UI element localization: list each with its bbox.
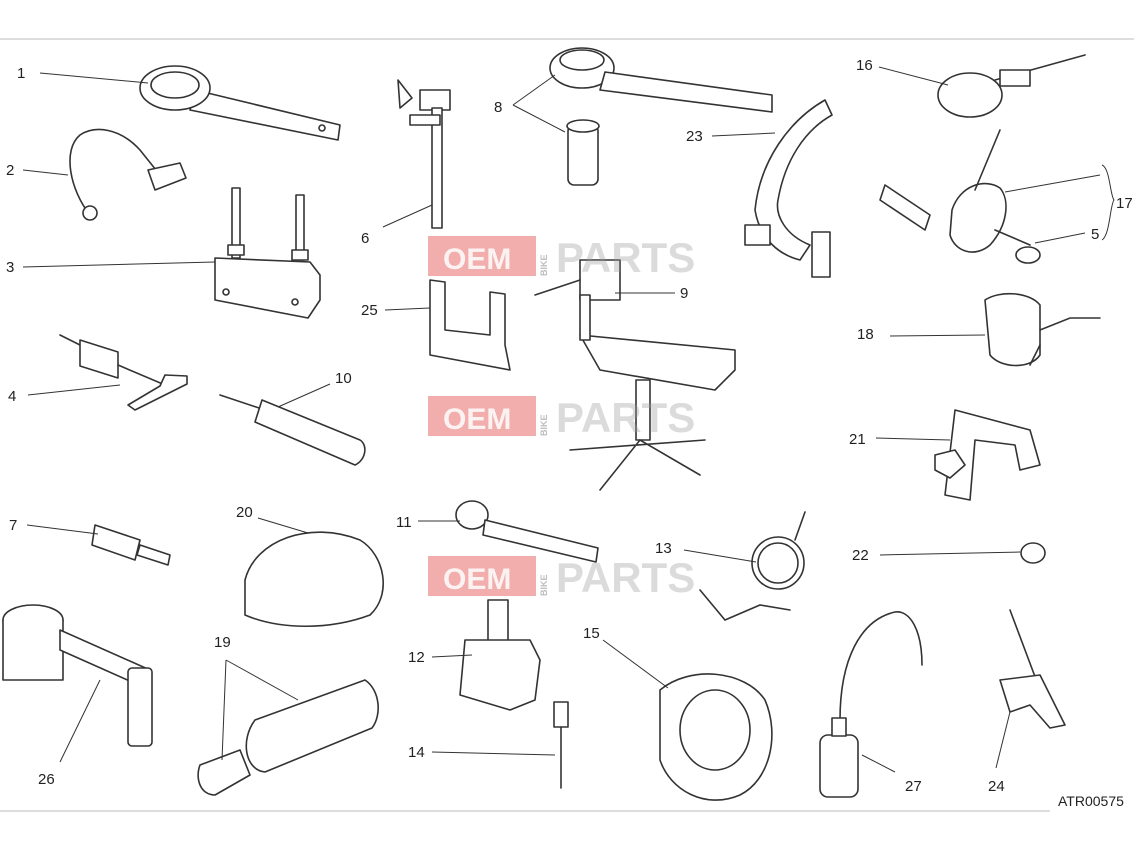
part-7-knurled-pin bbox=[91, 524, 171, 566]
watermark-top: OEM BIKE PARTS bbox=[428, 234, 695, 281]
callout-27: 27 bbox=[905, 778, 922, 795]
callout-6: 6 bbox=[361, 230, 369, 247]
part-25-frame-fixture bbox=[429, 279, 511, 371]
part-9-engine-stand bbox=[534, 259, 736, 491]
callout-20: 20 bbox=[236, 504, 253, 521]
watermark-brand: OEM bbox=[443, 563, 511, 596]
callout-4: 4 bbox=[8, 388, 16, 405]
callout-3: 3 bbox=[6, 259, 14, 276]
callout-10: 10 bbox=[335, 370, 352, 387]
callout-26: 26 bbox=[38, 771, 55, 788]
callout-13: 13 bbox=[655, 540, 672, 557]
watermark-suffix: PARTS bbox=[556, 554, 695, 601]
callout-18: 18 bbox=[857, 326, 874, 343]
callout-2: 2 bbox=[6, 162, 14, 179]
watermark-word: BIKE bbox=[539, 414, 549, 436]
part-15-ring-spanner bbox=[659, 673, 773, 801]
callout-15: 15 bbox=[583, 625, 600, 642]
callout-19: 19 bbox=[214, 634, 231, 651]
callout-24: 24 bbox=[988, 778, 1005, 795]
part-12-press-tool bbox=[459, 599, 541, 711]
part-13-dial-gauge bbox=[699, 511, 806, 621]
callout-25: 25 bbox=[361, 302, 378, 319]
callout-16: 16 bbox=[856, 57, 873, 74]
part-18-puller bbox=[984, 292, 1101, 367]
callout-21: 21 bbox=[849, 431, 866, 448]
callout-8: 8 bbox=[494, 99, 502, 116]
part-1-ring-wrench bbox=[139, 65, 341, 141]
part-8-socket-wrench bbox=[549, 47, 773, 186]
callout-7: 7 bbox=[9, 517, 17, 534]
watermark-bottom: OEM BIKE PARTS bbox=[428, 554, 695, 601]
callout-14: 14 bbox=[408, 744, 425, 761]
part-4-t-handle-puller bbox=[59, 334, 188, 411]
drawing-code: ATR00575 bbox=[1058, 793, 1124, 809]
callout-22: 22 bbox=[852, 547, 869, 564]
watermark-word: BIKE bbox=[539, 574, 549, 596]
part-23-arc-bracket bbox=[744, 99, 833, 278]
callout-labels: 1 2 3 4 5 6 7 8 9 10 11 12 13 14 15 16 1… bbox=[6, 57, 1133, 795]
part-22-small-nut bbox=[1020, 542, 1046, 564]
part-26-socket-handle bbox=[2, 604, 153, 747]
watermark-suffix: PARTS bbox=[556, 234, 695, 281]
callout-9: 9 bbox=[680, 285, 688, 302]
part-17-press-tool bbox=[879, 129, 1041, 264]
callout-5: 5 bbox=[1091, 226, 1099, 243]
part-6-bolt-tool bbox=[397, 79, 451, 229]
watermark-brand: OEM bbox=[443, 243, 511, 276]
part-3-stud-fixture bbox=[214, 187, 321, 319]
callout-23: 23 bbox=[686, 128, 703, 145]
part-10-knurled-driver bbox=[219, 394, 366, 466]
watermark-middle: OEM BIKE PARTS bbox=[428, 394, 695, 441]
part-11-pin-wrench bbox=[455, 500, 599, 563]
watermark-brand: OEM bbox=[443, 403, 511, 436]
part-16-strap-wrench bbox=[937, 54, 1086, 118]
part-19-knurled-sleeve bbox=[197, 679, 379, 796]
callout-12: 12 bbox=[408, 649, 425, 666]
part-24-holder bbox=[999, 609, 1066, 729]
leader-lines bbox=[22, 66, 1115, 773]
watermark-suffix: PARTS bbox=[556, 394, 695, 441]
watermark-word: BIKE bbox=[539, 254, 549, 276]
part-2-crank-tool bbox=[69, 128, 187, 221]
part-21-bracket bbox=[934, 409, 1041, 501]
part-14-pin bbox=[553, 701, 569, 789]
callout-1: 1 bbox=[17, 65, 25, 82]
part-20-cover-bag bbox=[244, 531, 384, 628]
part-27-oil-bottle bbox=[819, 611, 923, 798]
callout-17: 17 bbox=[1116, 195, 1133, 212]
callout-11: 11 bbox=[396, 514, 412, 531]
